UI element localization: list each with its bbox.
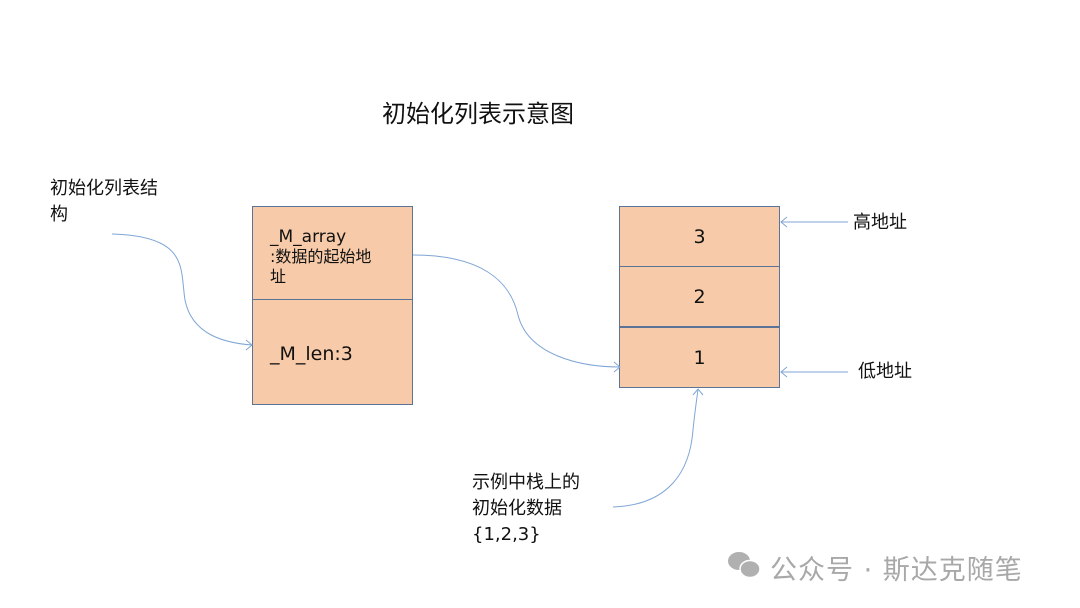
arrow-struct-label-to-len [111,233,253,346]
arrow-head [780,366,788,378]
arrow-head [245,339,253,351]
example-label: 示例中栈上的 初始化数据 {1,2,3} [472,470,580,548]
struct-label-line: 初始化列表结 [50,178,158,199]
stack-cell-2: 2 [619,266,780,327]
example-label-line: 初始化数据 [472,498,562,519]
arrow-array-to-cell-1 [412,254,621,368]
example-label-line: {1,2,3} [472,524,541,545]
m-len-field: _M_len:3 [252,299,413,405]
m-array-name: _M_array [270,227,347,247]
high-address-label: 高地址 [853,212,907,233]
low-address-label: 低地址 [858,361,912,382]
m-array-desc: 址 [270,267,287,286]
arrow-head [613,361,621,373]
struct-label-line: 构 [50,204,68,225]
stack-cell-1: 1 [619,327,780,388]
m-array-desc: :数据的起始地 [270,247,372,266]
stack-cell-3: 3 [619,206,780,267]
arrow-head [692,388,704,396]
example-label-line: 示例中栈上的 [472,472,580,493]
m-len-text: _M_len:3 [270,343,353,365]
arrow-head [780,216,788,228]
diagram-title: 初始化列表示意图 [382,100,574,128]
watermark: 公众号 · 斯达克随笔 [770,555,1023,586]
struct-label: 初始化列表结 构 [50,176,158,228]
arrow-example-to-stack [612,388,699,508]
